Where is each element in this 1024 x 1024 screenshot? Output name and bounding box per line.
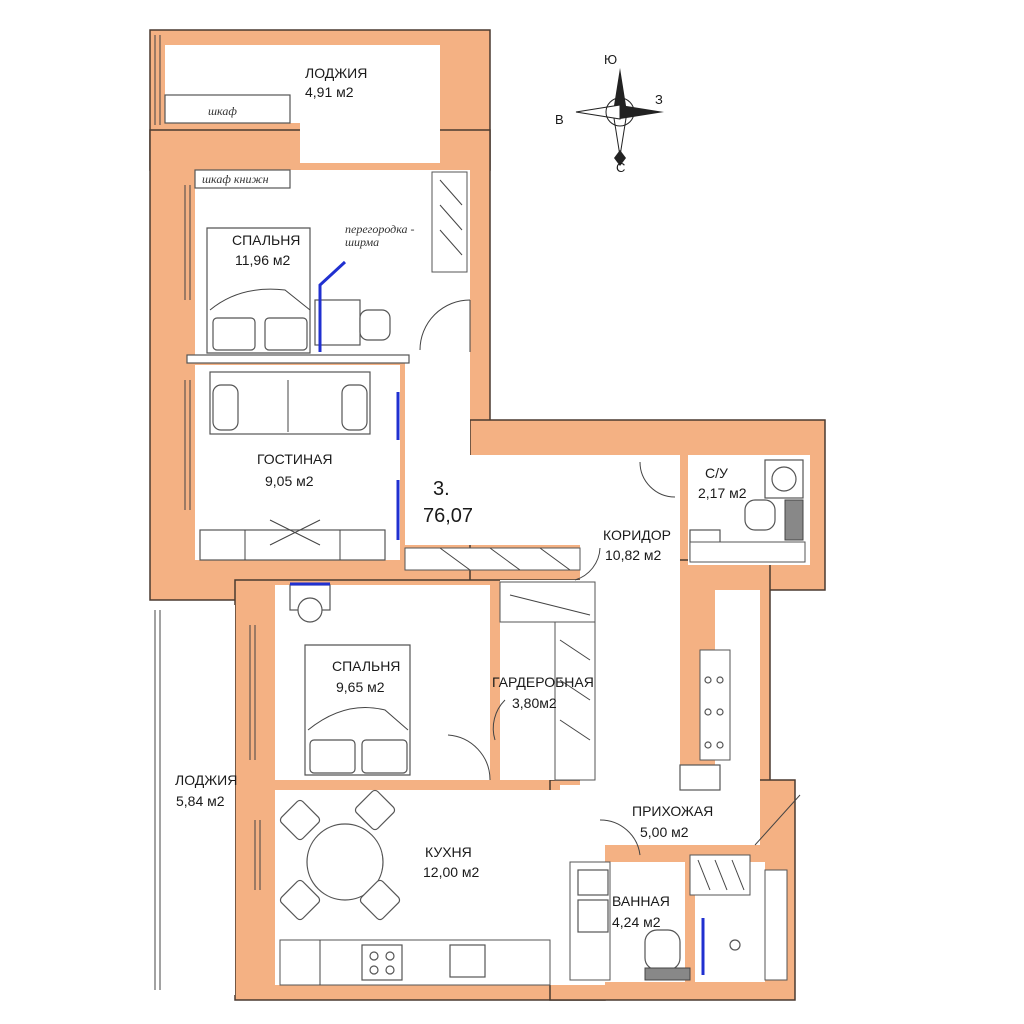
furniture (164, 94, 806, 986)
bedroom-2-area: 9,65 м2 (336, 679, 385, 695)
compass-rose: Ю З В С (555, 52, 664, 175)
corridor-area: 10,82 м2 (605, 547, 662, 563)
compass-west: В (555, 112, 564, 127)
partition-note-1: перегородка - (345, 222, 415, 236)
bookshelf-note: шкаф книжн (202, 172, 269, 186)
su-area: 2,17 м2 (698, 485, 747, 501)
doors (419, 299, 676, 856)
bath-area: 4,24 м2 (612, 914, 661, 930)
bath-name: ВАННАЯ (612, 893, 670, 909)
living-area: 9,05 м2 (265, 473, 314, 489)
su-name: С/У (705, 465, 728, 481)
hall-name: ПРИХОЖАЯ (632, 803, 713, 819)
kitchen-area: 12,00 м2 (423, 864, 480, 880)
kitchen-name: КУХНЯ (425, 844, 472, 860)
loggia-top-area: 4,91 м2 (305, 84, 354, 100)
wardrobe-room-area: 3,80м2 (512, 695, 557, 711)
partition-note-2: ширма (345, 235, 379, 249)
hall-area: 5,00 м2 (640, 824, 689, 840)
compass-east: З (655, 92, 663, 107)
compass-south: С (616, 160, 625, 175)
loggia-left-name: ЛОДЖИЯ (175, 772, 237, 788)
loggia-left-area: 5,84 м2 (176, 793, 225, 809)
apartment-total-area: 76,07 (423, 505, 473, 527)
wardrobe-room-name: ГАРДЕРОБНАЯ (492, 674, 594, 690)
loggia-top-name: ЛОДЖИЯ (305, 65, 367, 81)
wardrobe-note: шкаф (208, 104, 237, 118)
room-labels: ЛОДЖИЯ 4,91 м2 шкаф шкаф книжн СПАЛЬНЯ 1… (175, 65, 747, 930)
windows (154, 35, 261, 990)
living-name: ГОСТИНАЯ (257, 451, 333, 467)
corridor-name: КОРИДОР (603, 527, 671, 543)
bedroom-1-area: 11,96 м2 (235, 252, 291, 268)
bedroom-1-name: СПАЛЬНЯ (232, 232, 300, 248)
apartment-number: 3. (433, 478, 450, 500)
bedroom-2-name: СПАЛЬНЯ (332, 658, 400, 674)
compass-north: Ю (604, 52, 617, 67)
